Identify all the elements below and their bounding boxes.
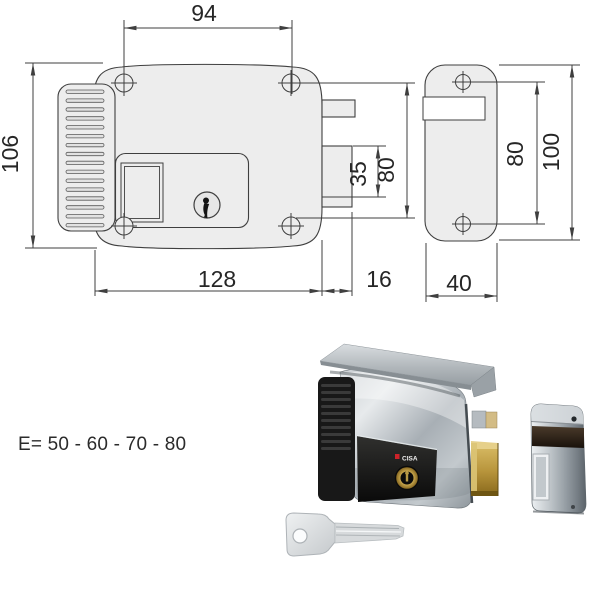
keyhole-icon — [193, 191, 221, 219]
dim-front-width-label: 128 — [198, 266, 236, 292]
dim-plate-hole-spacing-label: 80 — [502, 141, 528, 167]
brand-label: CISA — [402, 456, 418, 463]
dimension-labels: 94 106 128 16 35 80 80 100 40 — [0, 0, 564, 296]
latch-plate — [120, 162, 164, 223]
key-hole-icon — [292, 528, 308, 544]
fixing-hole-icon — [571, 505, 575, 509]
fixing-hole-icon — [571, 416, 577, 422]
dim-front-height-label: 106 — [0, 135, 23, 173]
front-view — [57, 63, 356, 250]
latch-bolt — [471, 410, 498, 429]
entry-sizes-text: E= 50 - 60 - 70 - 80 — [18, 434, 187, 455]
ribbed-grip — [318, 377, 355, 501]
keyhole-icon — [394, 465, 420, 491]
mounting-flange — [319, 343, 497, 398]
lock-photo: CISA — [318, 343, 499, 509]
dim-front-top-width-label: 94 — [191, 0, 217, 26]
key-blade — [334, 522, 405, 544]
screw-hole-icon — [278, 213, 304, 239]
product-photo: CISA — [285, 343, 587, 557]
screw-hole-icon — [111, 213, 137, 239]
dimension-lines — [25, 20, 580, 302]
deadbolt — [471, 441, 499, 496]
dim-bolt-height-label: 35 — [345, 161, 371, 187]
screw-hole-icon — [452, 71, 474, 93]
strike-plate — [422, 64, 498, 242]
dim-plate-height-label: 100 — [538, 133, 564, 171]
front-panel: CISA — [356, 434, 438, 502]
dim-lock-side-height-label: 80 — [373, 157, 399, 183]
cylinder-band — [532, 426, 584, 448]
dim-bolt-throw-label: 16 — [366, 266, 392, 292]
strike-slot — [422, 96, 486, 121]
screw-hole-icon — [452, 213, 474, 235]
latch-protrusion — [321, 99, 356, 118]
technical-drawing: 94 106 128 16 35 80 80 100 40 — [0, 0, 580, 302]
key-photo — [285, 512, 405, 557]
ribbed-flange — [57, 83, 116, 232]
dim-plate-width-label: 40 — [446, 270, 472, 296]
cylinder-window — [532, 453, 550, 501]
cylinder-cover-photo — [530, 403, 587, 515]
cisa-logo: CISA — [395, 454, 418, 463]
